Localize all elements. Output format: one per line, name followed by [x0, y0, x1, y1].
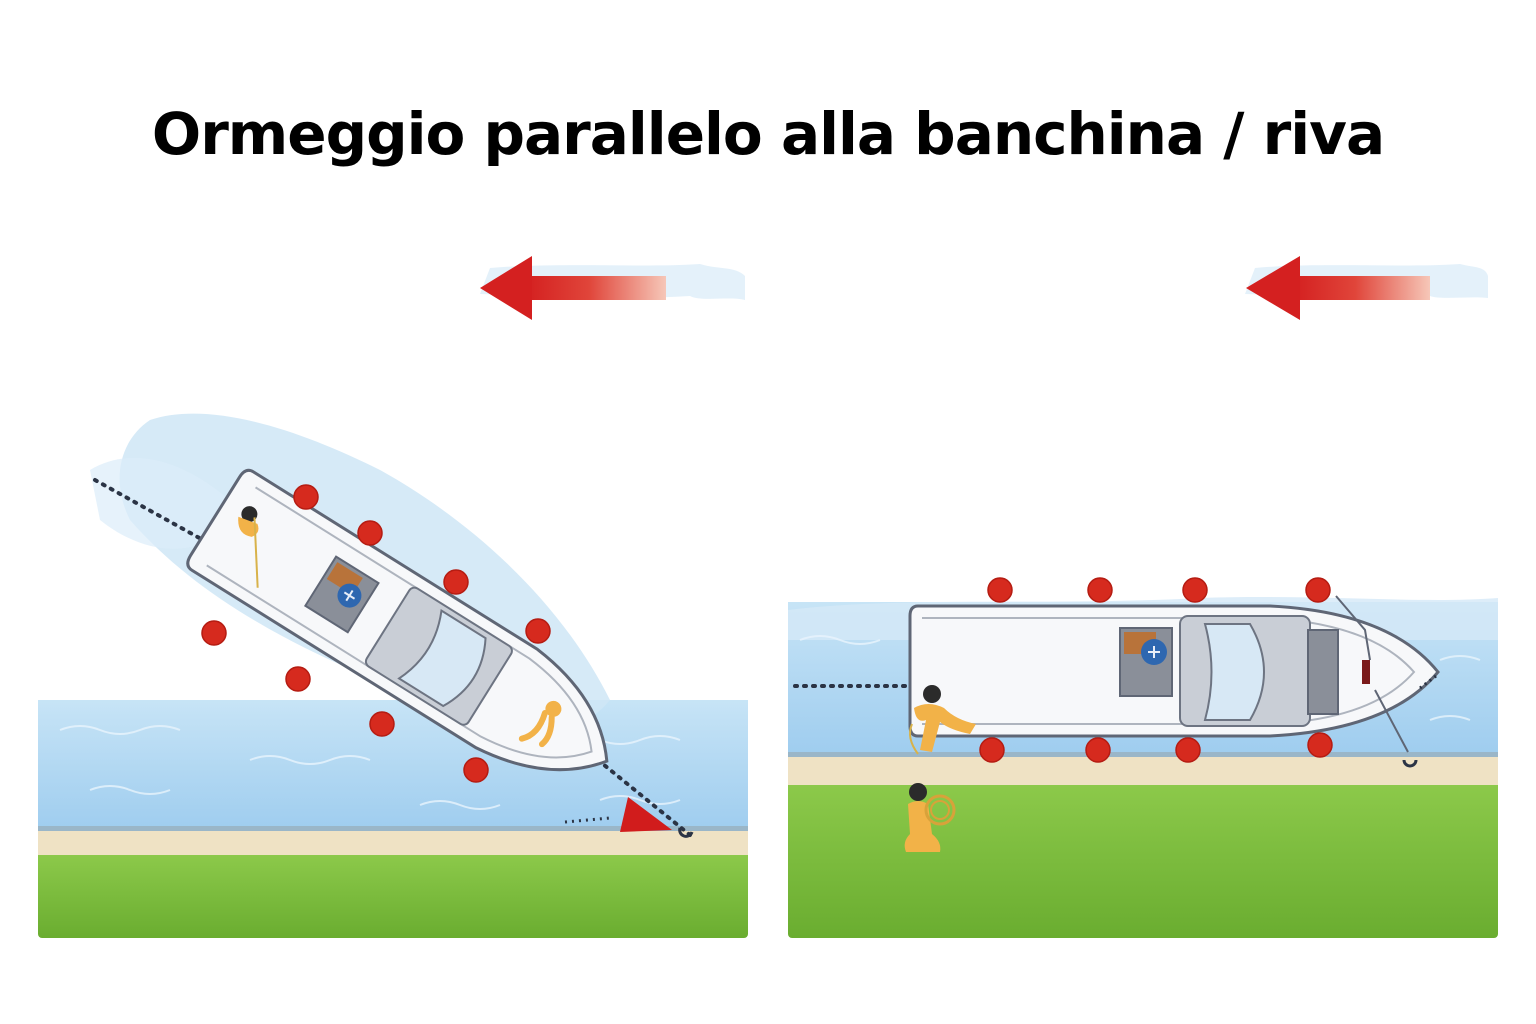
fender: [463, 757, 489, 783]
crew-shore-icon: [904, 783, 956, 852]
grass: [788, 785, 1498, 938]
fender: [1305, 577, 1331, 603]
fender: [443, 569, 469, 595]
grass: [38, 855, 748, 938]
quay-edge: [38, 826, 748, 831]
fender: [357, 520, 383, 546]
page-title: Ormeggio parallelo alla banchina / riva: [151, 100, 1385, 168]
boat-icon: [908, 595, 1440, 753]
anchor-icon: [620, 797, 672, 832]
crew-bow-icon: [518, 700, 562, 748]
fender: [1307, 732, 1333, 758]
fender: [285, 666, 311, 692]
anchor-rode: [596, 758, 692, 837]
boat-icon: [186, 468, 609, 772]
left-arrow-icon: [480, 256, 745, 320]
water-waves: [799, 635, 1481, 721]
fender: [979, 737, 1005, 763]
boat-windshield: [1203, 623, 1265, 721]
fender: [1175, 737, 1201, 763]
boat-windshield: [397, 608, 487, 708]
panel-moored: [788, 577, 1498, 938]
fender: [525, 618, 551, 644]
fender: [1182, 577, 1208, 603]
boat-hull: [908, 604, 1440, 738]
anchor-icon: [1402, 759, 1418, 768]
fender: [1087, 577, 1113, 603]
quay-edge: [788, 752, 1498, 757]
left-arrow-icon: [1245, 256, 1488, 320]
crew-stern-icon: [238, 506, 259, 537]
fenders: [201, 484, 551, 783]
crew-dock-icon: [909, 685, 976, 755]
fender: [369, 711, 395, 737]
fender: [1085, 737, 1111, 763]
fender: [987, 577, 1013, 603]
rope-coil-icon: [924, 794, 956, 826]
fender: [201, 620, 227, 646]
panel-approach: [38, 413, 748, 938]
fender: [293, 484, 319, 510]
quay: [38, 831, 748, 855]
quay: [788, 757, 1498, 785]
fenders: [979, 577, 1333, 763]
